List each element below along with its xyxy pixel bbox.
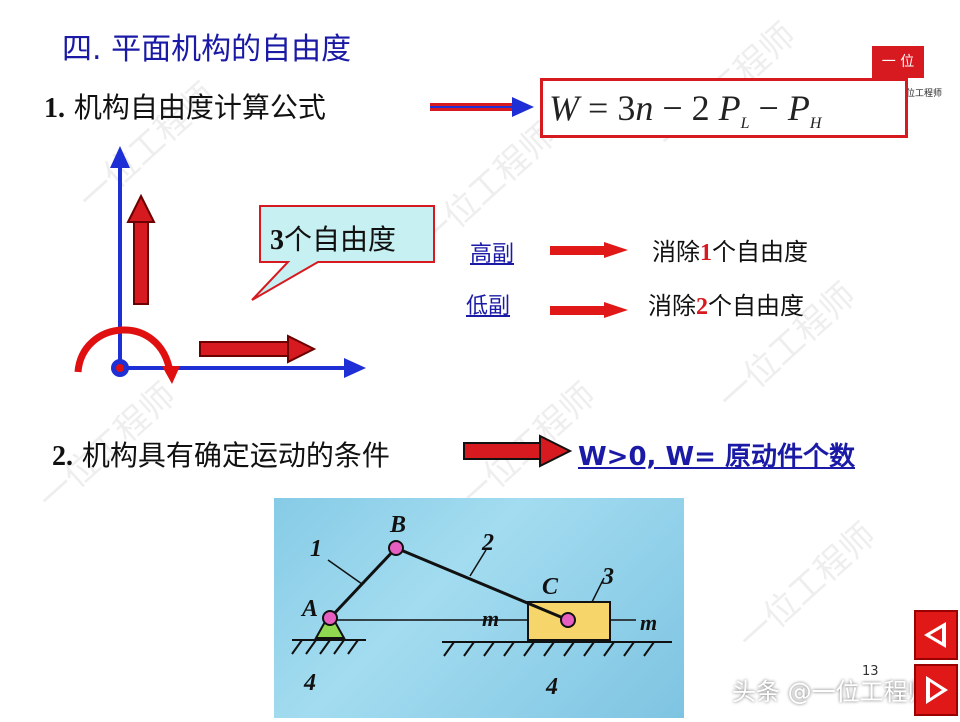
arrow-to-condition	[463, 434, 573, 468]
joint-b	[388, 540, 404, 556]
callout-label: 个自由度	[284, 223, 397, 256]
joint-a	[322, 610, 338, 626]
callout-number: 3	[270, 225, 284, 256]
formula-sub-h: H	[809, 115, 822, 132]
higher-pair-desc: 消除1个自由度	[652, 232, 808, 267]
dof-axes-diagram	[74, 146, 366, 384]
lower-pair-link[interactable]: 低副	[466, 294, 511, 319]
slider-crank-svg: B A C 1 2 3 m m 4 4	[291, 512, 672, 700]
arrow-to-formula	[430, 97, 534, 117]
label-b: B	[389, 512, 406, 538]
item1-title: 1. 机构自由度计算公式	[44, 86, 326, 126]
arrow-lower-pair	[550, 302, 628, 318]
formula-box: W = 3n − 2 PL − PH	[540, 78, 908, 138]
motion-condition-link[interactable]: W>0, W= 原动件个数	[578, 442, 855, 472]
prev-slide-button[interactable]	[914, 610, 958, 660]
label-a: A	[300, 596, 318, 622]
watermark-text: 一位工程师	[730, 515, 884, 659]
item2-text: 机构具有确定运动的条件	[81, 439, 390, 472]
prev-arrow-icon	[924, 622, 946, 648]
formula-w: W	[549, 88, 579, 128]
formula-equals: =	[588, 88, 609, 128]
higher-pair-desc-post: 个自由度	[712, 238, 808, 266]
formula-minus: −	[758, 88, 779, 128]
higher-pair-count: 1	[700, 240, 712, 266]
formula-p-low: P	[718, 88, 741, 128]
label-slider-3: 3	[601, 564, 614, 590]
next-slide-button[interactable]	[914, 664, 958, 716]
label-m-left: m	[482, 606, 499, 631]
item2-title: 2. 机构具有确定运动的条件	[52, 434, 390, 474]
higher-pair-link[interactable]: 高副	[470, 242, 515, 267]
joint-c	[560, 612, 576, 628]
lower-pair-desc: 消除2个自由度	[648, 286, 804, 321]
lower-pair-desc-pre: 消除	[648, 292, 696, 320]
item2-number: 2.	[52, 441, 73, 472]
formula-three: 3	[617, 88, 636, 128]
label-ground-4: 4	[303, 670, 316, 696]
callout-bubble	[251, 205, 435, 301]
page-number: 13	[862, 664, 879, 679]
formula-p-high: P	[787, 88, 810, 128]
item1-text: 机构自由度计算公式	[73, 91, 326, 124]
horizontal-translation-arrow	[199, 341, 291, 357]
label-ground-4b: 4	[545, 674, 558, 700]
brand-logo: 一 位	[872, 46, 924, 78]
formula-minus: −	[662, 88, 683, 128]
lower-pair-desc-post: 个自由度	[708, 292, 804, 320]
footer-watermark: 头条 @一位工程师	[732, 678, 932, 706]
vertical-translation-arrow	[133, 219, 149, 305]
brand-logo-subtext: 位工程师	[906, 89, 943, 99]
lower-pair-count: 2	[696, 294, 708, 320]
label-link-2: 2	[481, 530, 494, 556]
section-title: 四. 平面机构的自由度	[62, 32, 352, 67]
coupler-link	[395, 546, 569, 622]
arrow-higher-pair	[550, 242, 628, 258]
formula-n: n	[635, 88, 654, 128]
label-m-right: m	[640, 610, 657, 635]
callout-text: 3个自由度	[270, 218, 396, 258]
item1-number: 1.	[44, 93, 65, 124]
rotation-arrow	[74, 326, 174, 373]
higher-pair-desc-pre: 消除	[652, 238, 700, 266]
label-c: C	[542, 574, 559, 600]
crank-link	[328, 546, 398, 620]
label-link-1: 1	[310, 536, 322, 562]
formula-sub-l: L	[740, 115, 750, 132]
formula-two: 2	[691, 88, 710, 128]
slider-crank-diagram: B A C 1 2 3 m m 4 4	[274, 498, 684, 718]
next-arrow-icon	[926, 676, 948, 704]
